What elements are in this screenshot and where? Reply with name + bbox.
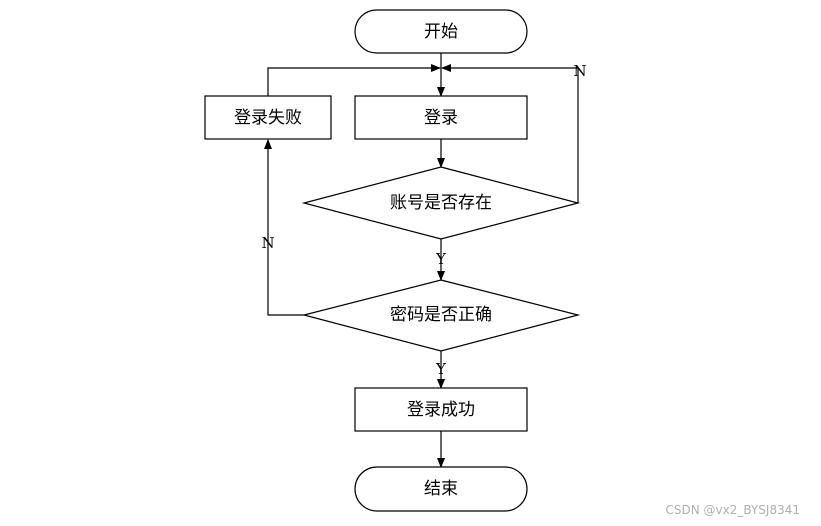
edge-password-correct-to-login-failed [264,139,304,316]
login-failed-label: 登录失败 [234,108,302,128]
watermark: CSDN @vx2_BYSJ8341 [666,503,800,517]
login-failed-node: 登录失败 [204,95,332,140]
account-exists-label: 账号是否存在 [390,193,492,213]
edge-label-account-exists-y: Y [435,250,447,268]
password-correct-decision: 密码是否正确 [301,279,581,352]
login-node: 登录 [354,95,528,140]
login-label: 登录 [424,108,458,128]
edge-label-account-exists-n: N [573,62,586,80]
login-success-label: 登录成功 [407,400,475,420]
end-label: 结束 [424,479,458,499]
account-exists-decision: 账号是否存在 [301,166,581,240]
end-node: 结束 [354,466,528,512]
edge-label-password-correct-y: Y [435,360,447,378]
edge-label-password-correct-n: N [261,234,274,252]
password-correct-label: 密码是否正确 [390,305,492,325]
edge-login-failed-to-login [267,64,441,96]
edge-account-exists-to-login [441,64,579,203]
start-node: 开始 [354,9,528,54]
login-success-node: 登录成功 [354,387,528,432]
start-label: 开始 [424,22,458,42]
